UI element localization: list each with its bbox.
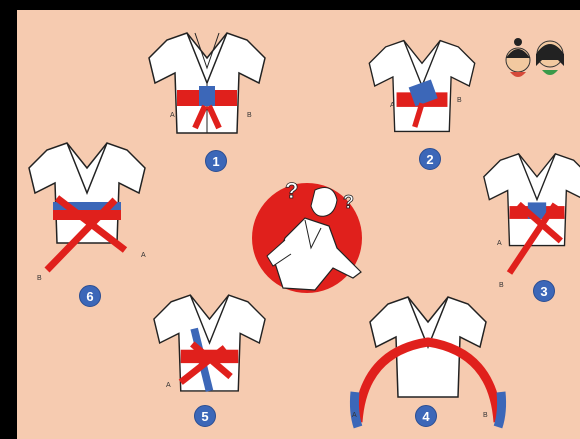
step-3-badge: 3: [533, 280, 555, 302]
gi-step-3: [482, 148, 580, 288]
gi-step-2: [367, 36, 477, 136]
step-3-end-a: A: [497, 240, 502, 247]
step-2-end-a: A: [390, 102, 395, 109]
belt-tying-instructions-slide: A B 1 A B 2 B A 6 ? ?: [17, 10, 580, 439]
step-4-badge: 4: [415, 405, 437, 427]
step-1-end-b: B: [247, 112, 252, 119]
step-6-end-a: A: [141, 252, 146, 259]
step-5-end-a: A: [166, 382, 171, 389]
step-3-end-b: B: [499, 282, 504, 289]
svg-text:?: ?: [343, 192, 354, 212]
step-2-end-b: B: [457, 97, 462, 104]
svg-text:?: ?: [285, 178, 298, 203]
gi-step-1: [147, 28, 267, 138]
step-2-badge: 2: [419, 148, 441, 170]
step-6-badge: 6: [79, 285, 101, 307]
kids-icon: [500, 30, 575, 85]
gi-step-6: [27, 138, 147, 278]
step-6-end-b: B: [37, 275, 42, 282]
step-4-end-a: A: [352, 412, 357, 419]
confused-judoka-icon: ? ?: [245, 168, 375, 303]
step-4-end-b: B: [483, 412, 488, 419]
step-1-end-a: A: [170, 112, 175, 119]
step-5-badge: 5: [194, 405, 216, 427]
step-1-badge: 1: [205, 150, 227, 172]
